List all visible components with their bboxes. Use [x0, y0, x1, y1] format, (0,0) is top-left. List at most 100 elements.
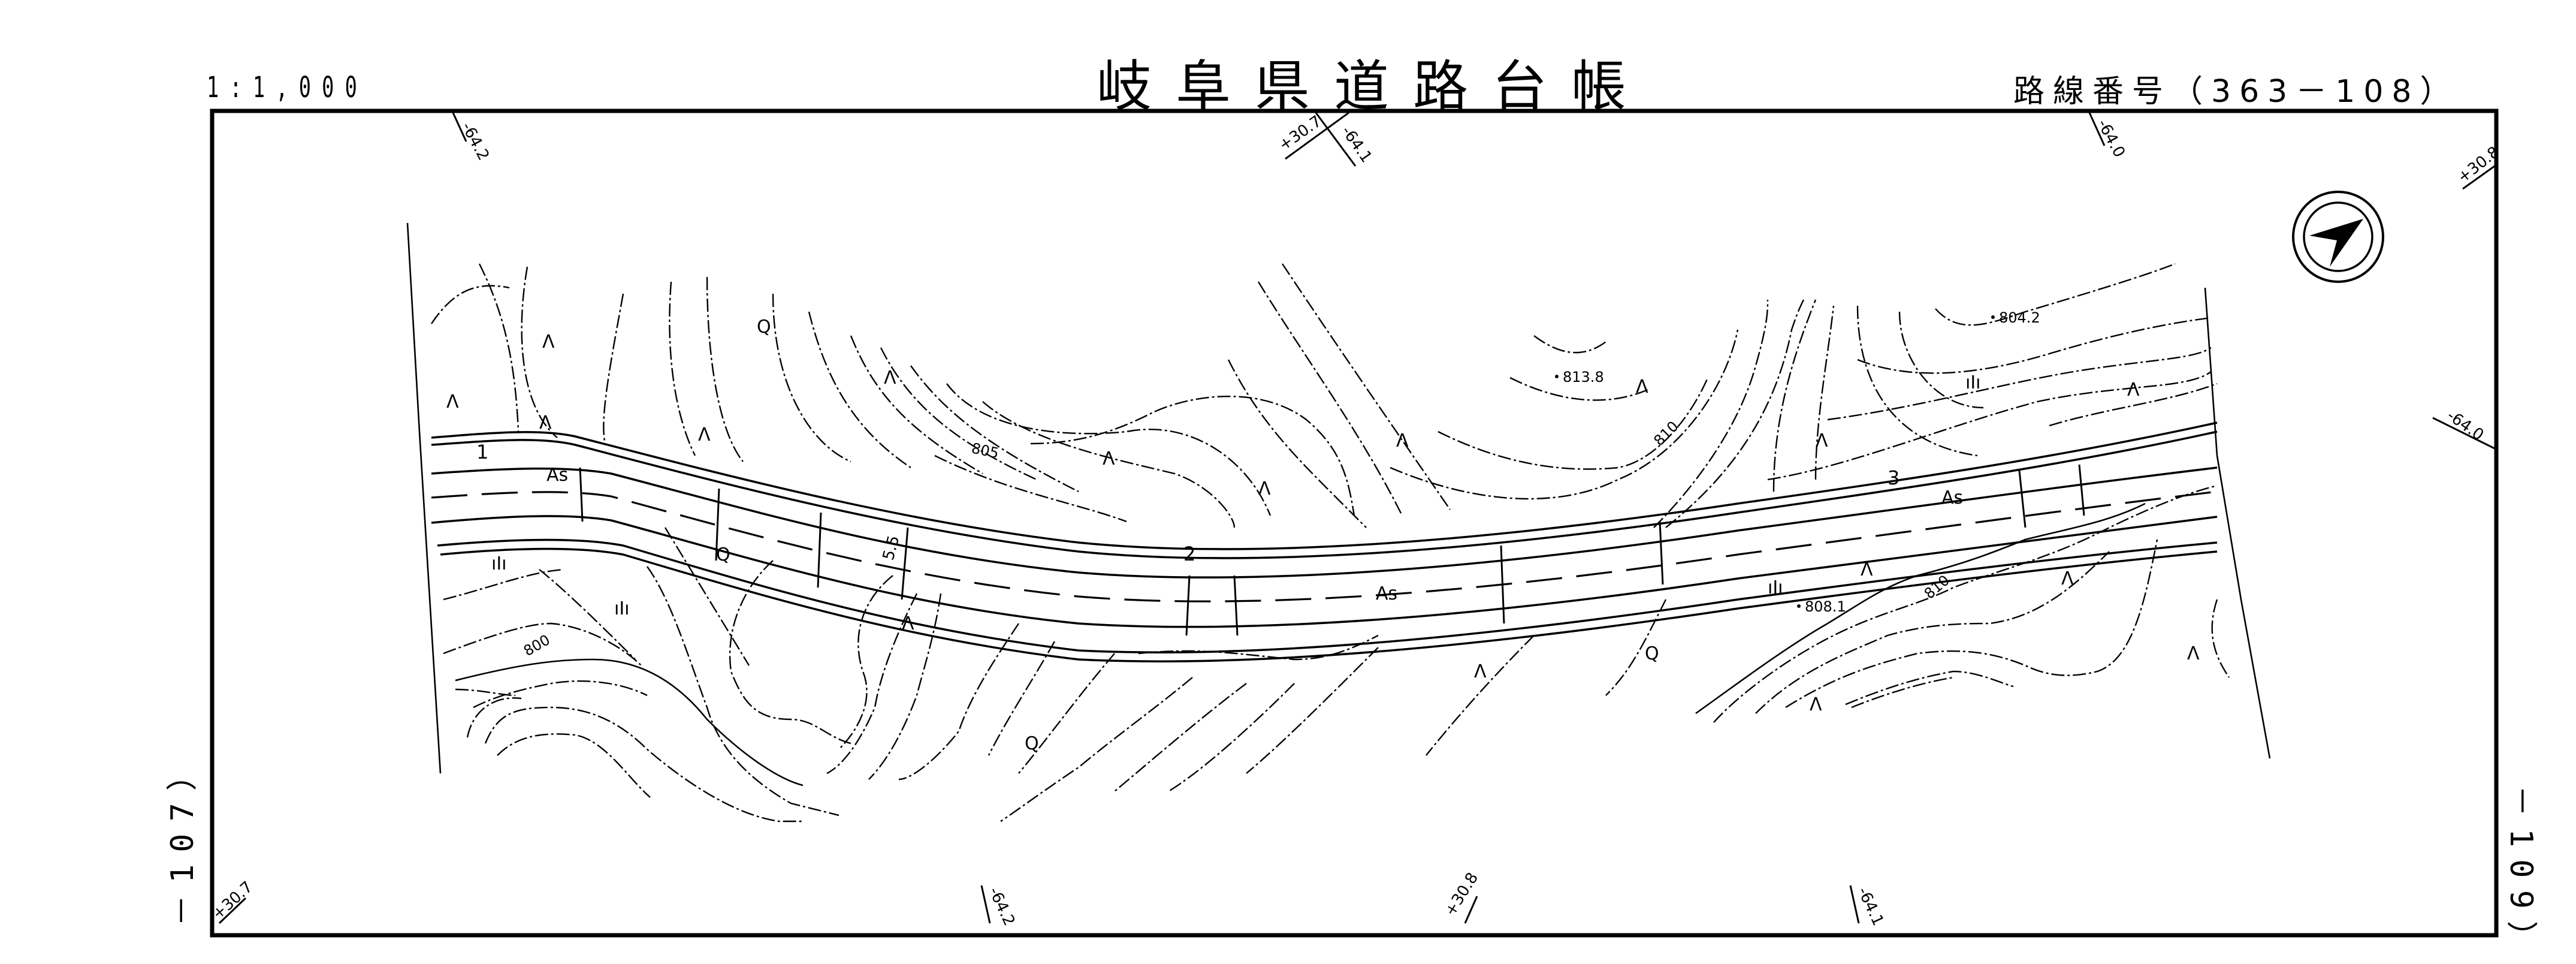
grid-tick	[1464, 896, 1478, 924]
contour-line	[1856, 305, 1978, 457]
grid-label-right-middle: -64.0	[2444, 406, 2487, 444]
contour-line	[1168, 683, 1295, 793]
grid-label-bottom-c: +30.8	[1441, 869, 1482, 919]
contour-line	[1018, 653, 1115, 774]
contour-line	[1000, 677, 1193, 822]
forest-symbol: Λ	[698, 424, 711, 445]
road-edge-south-inner	[437, 538, 2218, 653]
contour-line	[1114, 683, 1247, 792]
contour-line	[1755, 551, 2110, 714]
road-edge-north-outer	[431, 421, 2218, 550]
contour-line	[1857, 317, 2212, 374]
vegetation-symbols: Λ Λ Λ Λ Λ Λ Λ Λ Λ Λ Λ Λ Λ Λ Λ Λ Λ Q Q Q …	[446, 317, 2200, 754]
grid-tick	[218, 897, 247, 924]
contour-line	[431, 285, 510, 324]
contour-line	[443, 568, 564, 601]
contour-line	[838, 575, 893, 750]
contour-line	[826, 593, 918, 775]
grid-tick	[1315, 112, 1357, 167]
grid-tick	[1849, 885, 1860, 924]
contour-line	[1390, 329, 1739, 500]
road-centerline	[431, 490, 2218, 602]
forest-symbol: Λ	[2187, 643, 2200, 664]
page-title: 岐阜県道路台帳	[1097, 55, 1651, 119]
contours-south	[443, 484, 2230, 823]
survey-boundary-right	[2204, 287, 2271, 759]
contour-line	[1827, 347, 2212, 421]
contour-line	[1138, 634, 1379, 661]
contour-line	[1257, 281, 1403, 516]
width-label: 5.5	[880, 534, 904, 562]
contour-line	[1845, 670, 2014, 706]
contour-line	[478, 263, 520, 432]
contour-line	[473, 680, 648, 709]
spot-height-point	[1797, 604, 1801, 608]
station-tick	[1659, 521, 1664, 585]
grid-tick	[980, 885, 991, 924]
contour-line	[484, 706, 803, 823]
contour-line	[808, 311, 911, 468]
contour-line	[982, 401, 1236, 528]
surface-label-as: As	[1376, 583, 1397, 604]
contour-line	[1509, 376, 1648, 401]
forest-symbol: Λ	[446, 391, 459, 412]
contour-line	[1438, 377, 1709, 470]
forest-symbol: Λ	[1636, 376, 1648, 397]
contour-line	[1246, 647, 1379, 774]
grid-tick	[2432, 417, 2495, 450]
station-marks	[579, 464, 2085, 636]
station-tick	[579, 467, 584, 522]
tree-symbol: Q	[1025, 733, 1039, 754]
contour-line	[497, 733, 651, 798]
contours-north	[431, 263, 2218, 528]
contour-line	[1605, 599, 1667, 696]
contour-line	[1898, 311, 1984, 409]
forest-symbol: Λ	[902, 613, 914, 634]
north-arrow-inner-ring	[2303, 201, 2373, 272]
contour-line	[669, 281, 696, 456]
field-symbol: ıIı	[1965, 372, 1981, 393]
contour-label-810: 810	[1650, 418, 1681, 449]
grid-label-top-right: -64.0	[2094, 116, 2128, 160]
grid-tick	[2088, 112, 2106, 146]
tree-symbol: Q	[1645, 643, 1659, 664]
survey-boundary-left	[406, 222, 442, 774]
forest-symbol: Λ	[1258, 478, 1271, 499]
map-scale: 1:1,000	[207, 71, 369, 104]
contour-line	[898, 623, 1019, 781]
contour-line	[1665, 299, 1805, 528]
grid-label-top-left: -64.2	[458, 119, 493, 163]
contour-line	[910, 365, 1079, 493]
grid-tick	[1285, 112, 1349, 160]
contour-line-810	[1695, 502, 2146, 715]
contour-line	[772, 293, 851, 463]
surface-label-as: As	[546, 465, 568, 486]
contour-line	[2049, 382, 2218, 427]
forest-symbol: Λ	[1396, 430, 1409, 451]
contour-label-800: 800	[521, 631, 553, 659]
contour-line	[1767, 371, 2212, 481]
forest-symbol: Λ	[539, 412, 552, 433]
spot-height-label: 808.1	[1805, 598, 1846, 615]
spot-height-label: 804.2	[1999, 309, 2040, 326]
station-tick	[817, 512, 822, 588]
grid-label-bottom-left: +30.7	[209, 878, 256, 924]
contour-line	[1227, 359, 1367, 528]
contour-line	[466, 697, 522, 738]
forest-symbol: Λ	[2127, 379, 2140, 400]
contour-line-800	[455, 658, 804, 787]
section-label-3: 3	[1888, 466, 1899, 489]
forest-symbol: Λ	[884, 367, 896, 388]
station-tick	[715, 488, 720, 561]
contour-label-810: 810	[1921, 572, 1953, 602]
section-label-2: 2	[1183, 543, 1195, 565]
contour-line	[1772, 299, 1817, 492]
road-edge-south-outer	[440, 547, 2218, 662]
grid-tick	[2462, 164, 2497, 190]
field-symbol: ıIı	[1768, 577, 1783, 598]
tree-symbol: Q	[716, 544, 730, 565]
field-symbol: ıIı	[614, 598, 630, 619]
grid-markers: -64.2 +30.7 -64.1 -64.0 +30.8 -64.0 +30.…	[209, 112, 2503, 929]
contour-line	[1030, 395, 1355, 516]
road-carriageway-north	[431, 466, 2218, 579]
